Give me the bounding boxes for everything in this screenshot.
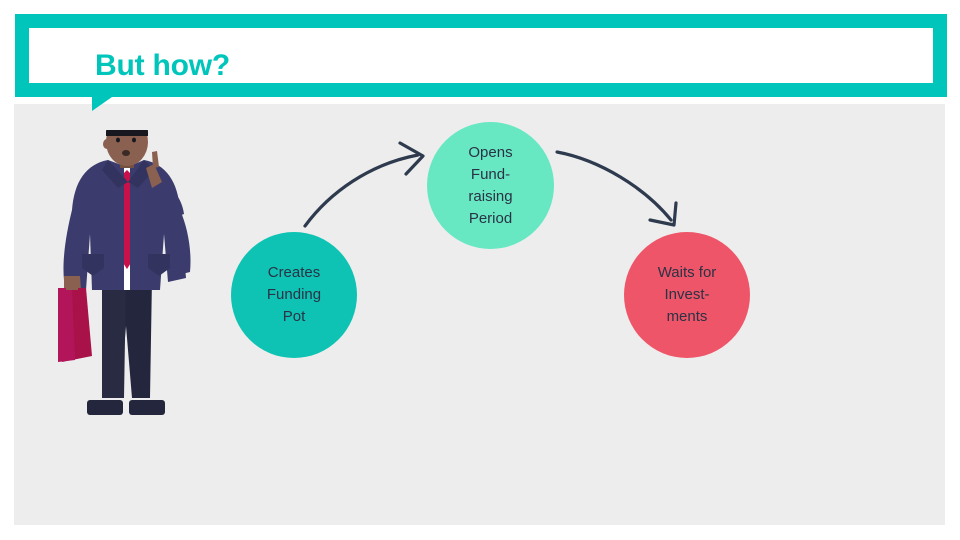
flow-node-creates-funding-pot[interactable]: Creates Funding Pot bbox=[231, 232, 357, 358]
flow-node-label: Opens Fund- raising Period bbox=[468, 143, 513, 227]
flow-node-opens-fundraising-period[interactable]: Opens Fund- raising Period bbox=[427, 122, 554, 249]
flow-node-label: Creates Funding Pot bbox=[266, 264, 322, 325]
page-title: But how? bbox=[95, 49, 231, 82]
flow-node-label: Waits for Invest- ments bbox=[657, 264, 717, 325]
title-speech-bubble: But how? bbox=[15, 14, 947, 111]
flow-node-waits-for-investments[interactable]: Waits for Invest- ments bbox=[624, 232, 750, 358]
thinking-businessman-illustration bbox=[58, 130, 191, 415]
